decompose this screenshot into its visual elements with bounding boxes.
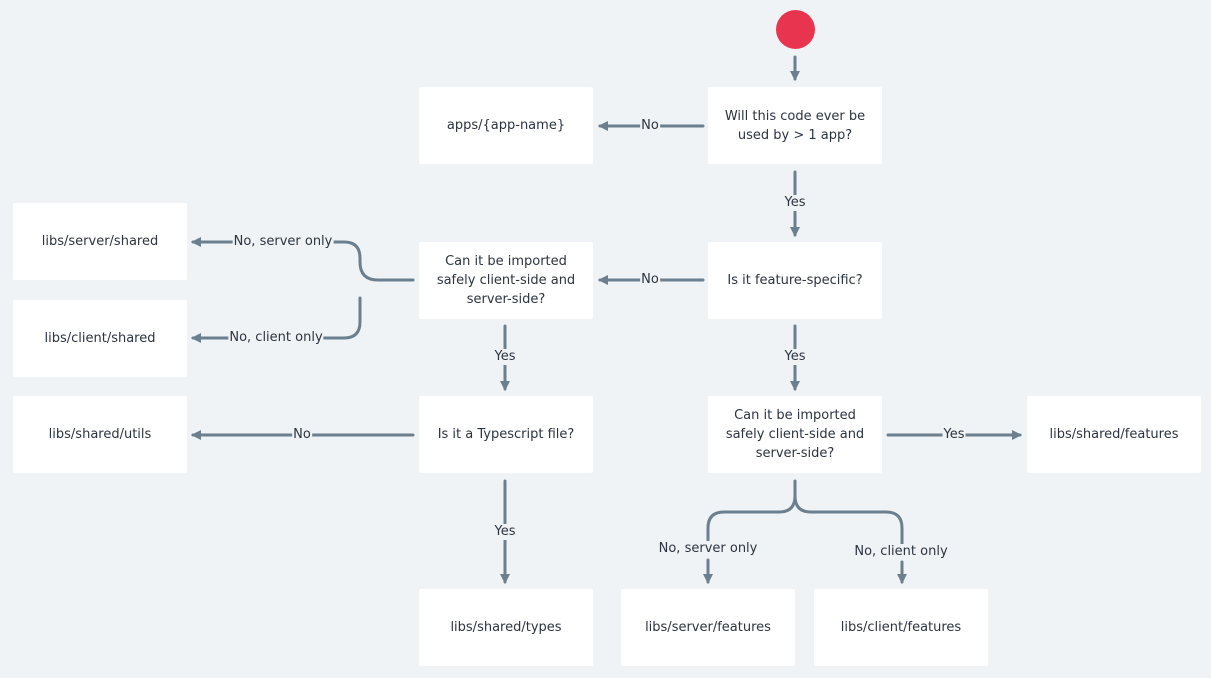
node-multi-app-question: Will this code ever be used by > 1 app? bbox=[708, 87, 882, 164]
edge-label-left-yes: Yes bbox=[493, 349, 517, 365]
edge-label-right-client-only: No, client only bbox=[853, 544, 949, 560]
node-feature-specific-question: Is it feature-specific? bbox=[708, 242, 882, 319]
start-node bbox=[776, 10, 815, 49]
edge-label-left-client-only: No, client only bbox=[228, 330, 324, 346]
node-libs-server-shared: libs/server/shared bbox=[13, 203, 187, 280]
edge-label-left-server-only: No, server only bbox=[232, 234, 334, 250]
edge-label-ts-yes: Yes bbox=[493, 524, 517, 540]
edge-label-right-yes: Yes bbox=[942, 427, 966, 443]
edge-label-ts-no: No bbox=[292, 427, 312, 443]
node-libs-shared-features: libs/shared/features bbox=[1027, 396, 1201, 473]
node-import-safely-question-right: Can it be imported safely client-side an… bbox=[708, 396, 882, 473]
node-typescript-question: Is it a Typescript file? bbox=[419, 396, 593, 473]
node-apps-app-name: apps/{app-name} bbox=[419, 87, 593, 164]
node-libs-shared-utils: libs/shared/utils bbox=[13, 396, 187, 473]
node-libs-client-features: libs/client/features bbox=[814, 589, 988, 666]
node-libs-server-features: libs/server/features bbox=[621, 589, 795, 666]
node-libs-client-shared: libs/client/shared bbox=[13, 300, 187, 377]
node-libs-shared-types: libs/shared/types bbox=[419, 589, 593, 666]
node-import-safely-question-left: Can it be imported safely client-side an… bbox=[419, 242, 593, 319]
edge-label-multi-yes: Yes bbox=[783, 195, 807, 211]
edge-label-right-server-only: No, server only bbox=[657, 541, 759, 557]
edge-left-brace bbox=[320, 240, 415, 340]
edge-label-feature-no: No bbox=[640, 272, 660, 288]
edge-right-brace bbox=[706, 479, 904, 546]
edge-label-feature-yes: Yes bbox=[783, 349, 807, 365]
edge-label-multi-no: No bbox=[640, 118, 660, 134]
